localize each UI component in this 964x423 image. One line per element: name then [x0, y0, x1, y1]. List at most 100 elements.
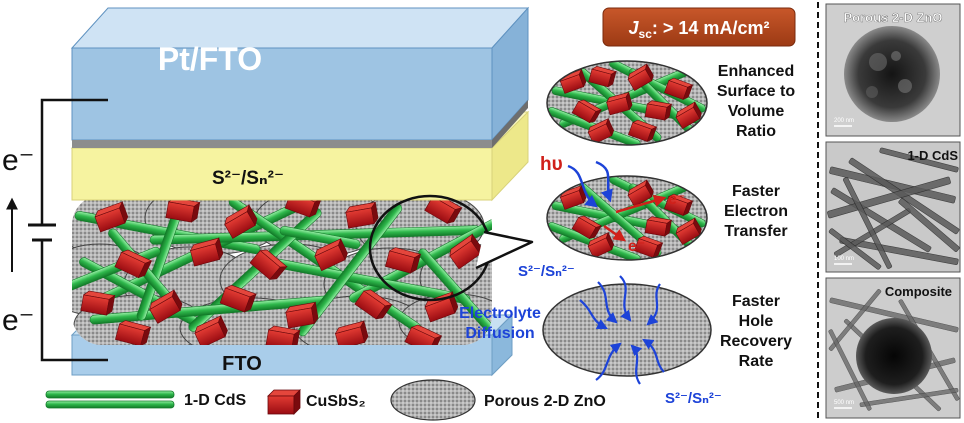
cusbs-particle — [345, 201, 379, 229]
cusbs-particle — [385, 247, 422, 274]
cusbs-particle — [644, 100, 673, 121]
electrolyte-label: S²⁻/Sₙ²⁻ — [212, 168, 284, 189]
cusbs-particle — [606, 91, 633, 116]
cusbs-particle — [587, 117, 615, 145]
micrograph-composite: Composite 500 nm — [825, 277, 961, 419]
tem-nanorod — [898, 198, 960, 252]
jsc-badge-box — [602, 7, 796, 47]
cusbs-particle — [165, 197, 201, 223]
cusbs-particle — [249, 249, 288, 280]
external-circuit: e⁻ e⁻ — [2, 98, 108, 362]
electron-symbol-bottom: e⁻ — [2, 304, 35, 337]
cusbs-particle — [633, 235, 664, 259]
cusbs-particle — [194, 315, 228, 345]
photon-arrow-1 — [567, 164, 598, 208]
micrograph-porous-zno: Porous 2-D ZnO 200 nm — [825, 3, 961, 137]
cusbs-particle — [334, 320, 369, 345]
pt-catalyst-film — [72, 140, 492, 148]
electron-transfer-illustration: hυ e⁻ e⁻ — [540, 154, 708, 261]
cusbs-particle — [149, 289, 183, 324]
tem-nanorod — [859, 387, 959, 408]
cds-nanorod — [297, 203, 403, 337]
electrolyte-layer — [71, 147, 493, 201]
legend-zno-label: Porous 2-D ZnO — [484, 393, 606, 410]
photon-arrow-2 — [595, 160, 613, 203]
electron-arrow-2 — [603, 224, 627, 242]
cusbs-particle — [675, 217, 702, 246]
cusbs-particle — [94, 201, 129, 233]
cusbs-particle — [404, 324, 443, 345]
diffusion-arrow-4 — [579, 299, 608, 329]
tem-nanorod — [842, 177, 893, 269]
tem-nanorod — [828, 289, 882, 351]
diffusion-arrow-7 — [642, 338, 665, 373]
diffusion-arrow-6 — [630, 344, 643, 385]
zoom-callout — [368, 194, 534, 302]
cusbs-particle — [189, 237, 224, 267]
cusbs-particle — [571, 99, 603, 124]
cusbs-particle — [114, 249, 153, 279]
cusbs-particle — [559, 68, 587, 94]
cusbs-particle — [219, 284, 257, 313]
electron-label-1: e⁻ — [668, 191, 685, 208]
pt-fto-slab-top — [70, 7, 530, 49]
diffusion-arrow-3 — [646, 283, 661, 326]
diffusion-arrow-2 — [619, 275, 632, 322]
cusbs-particle — [644, 216, 673, 237]
photon-label: hυ — [540, 154, 563, 175]
legend-cds-rod-1 — [45, 390, 175, 399]
scale-bar-cds: 100 nm — [834, 256, 854, 262]
zoom-pointer — [475, 230, 534, 270]
cusbs-particle — [627, 179, 654, 208]
fto-label: FTO — [222, 353, 262, 375]
legend: 1-D CdS CuSbS₂ Porous 2-D ZnO — [45, 379, 606, 421]
electrolyte-layer-side — [491, 110, 529, 202]
redox-label-upper: S²⁻/Sₙ²⁻ — [518, 263, 575, 280]
cusbs-particle — [314, 238, 348, 272]
circuit-wire-bottom — [40, 240, 108, 362]
legend-zno-disc — [390, 379, 476, 421]
cusbs-particle — [627, 119, 658, 143]
scale-bar-zno: 200 nm — [834, 118, 854, 124]
tem-nanorod — [828, 329, 872, 411]
cusbs-particle — [663, 193, 694, 217]
cusbs-particle — [675, 101, 702, 130]
jsc-badge-text: Jsc: > 14 mA/cm² — [629, 18, 770, 41]
tem-nanorod — [879, 147, 959, 173]
legend-cusbs-block — [267, 389, 301, 415]
tem-nanorod — [829, 297, 959, 333]
surface-area-illustration — [546, 60, 708, 146]
electron-arrow-1 — [615, 194, 667, 214]
cusbs-particle — [571, 215, 603, 240]
cusbs-particle — [265, 325, 301, 345]
cusbs-particle — [559, 184, 587, 210]
legend-cusbs-label: CuSbS₂ — [306, 393, 366, 410]
cusbs-particle — [285, 301, 319, 329]
cusbs-particle — [627, 63, 654, 92]
electron-label-2: e⁻ — [628, 238, 645, 255]
micrograph-cds: 1-D CdS 100 nm — [825, 141, 961, 273]
cusbs-particle — [224, 204, 258, 239]
micrograph-label-cds: 1-D CdS — [907, 148, 958, 163]
device-stack: Pt/FTO S²⁻/Sₙ²⁻ FTO — [70, 6, 530, 377]
electron-symbol-top: e⁻ — [2, 144, 35, 177]
pt-fto-slab-front — [71, 47, 493, 141]
scale-bar-composite: 500 nm — [834, 400, 854, 406]
diffusion-arrow-5 — [595, 342, 622, 381]
micrograph-label-zno: Porous 2-D ZnO — [844, 10, 943, 25]
cusbs-particle — [115, 320, 152, 345]
pt-fto-label: Pt/FTO — [158, 41, 262, 77]
tem-nanorod — [828, 228, 882, 270]
cusbs-particle — [354, 289, 393, 320]
redox-label-lower: S²⁻/Sₙ²⁻ — [665, 390, 722, 407]
cusbs-particle — [449, 233, 482, 270]
fto-slab-side — [491, 313, 513, 377]
circuit-wire-top — [40, 98, 108, 225]
legend-cds-label: 1-D CdS — [184, 392, 247, 409]
